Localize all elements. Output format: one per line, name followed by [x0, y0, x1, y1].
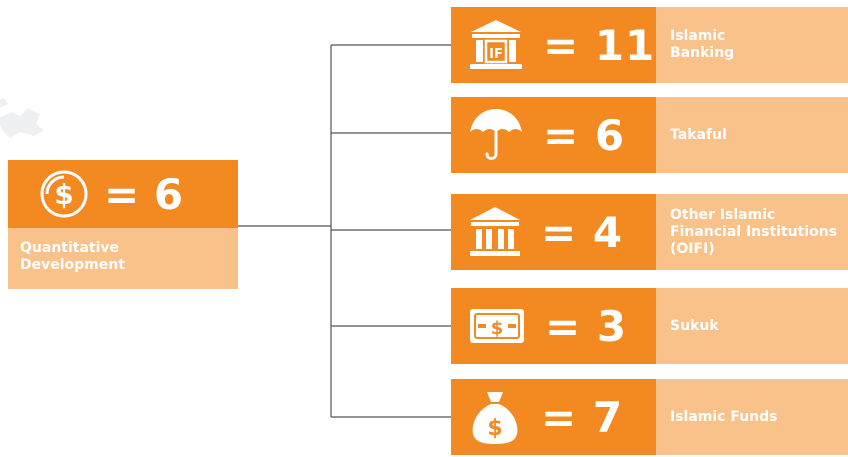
svg-text:IF: IF: [489, 47, 503, 62]
sukuk-label: Sukuk: [656, 288, 848, 364]
umbrella-icon: [467, 106, 525, 164]
dollar-coin-icon: $: [38, 168, 90, 220]
islamic-funds-label: Islamic Funds: [656, 379, 848, 455]
takaful-box: = 6 Takaful: [451, 97, 848, 173]
takaful-value-panel: = 6: [451, 97, 656, 173]
islamic-banking-label: Islamic Banking: [656, 7, 848, 83]
takaful-label: Takaful: [656, 97, 848, 173]
quantitative-development-count: = 6: [104, 169, 184, 219]
quantitative-development-box: $ = 6 Quantitative Development: [8, 160, 238, 289]
oifi-count: = 4: [541, 207, 624, 257]
quantitative-development-label: Quantitative Development: [8, 228, 238, 289]
map-fragment-decoration: [0, 98, 44, 138]
quantitative-development-value-panel: $ = 6: [8, 160, 238, 228]
sukuk-value-panel: $ = 3: [451, 288, 656, 364]
islamic-banking-count: = 11: [543, 20, 656, 70]
sukuk-count: = 3: [545, 301, 628, 351]
svg-text:$: $: [54, 178, 73, 211]
islamic-banking-box: IF = 11 Islamic Banking: [451, 7, 848, 83]
oifi-value-panel: = 4: [451, 194, 656, 270]
islamic-funds-box: $ = 7 Islamic Funds: [451, 379, 848, 455]
islamic-funds-count: = 7: [541, 392, 624, 442]
money-bag-icon: $: [467, 388, 523, 446]
oifi-label: Other Islamic Financial Institutions (OI…: [656, 194, 848, 270]
banknote-icon: $: [467, 305, 527, 347]
sukuk-box: $ = 3 Sukuk: [451, 288, 848, 364]
islamic-banking-value-panel: IF = 11: [451, 7, 656, 83]
oifi-box: = 4 Other Islamic Financial Institutions…: [451, 194, 848, 270]
islamic-funds-value-panel: $ = 7: [451, 379, 656, 455]
takaful-count: = 6: [543, 110, 626, 160]
svg-text:$: $: [487, 416, 502, 441]
svg-text:$: $: [491, 318, 504, 339]
islamic-finance-bank-icon: IF: [467, 18, 525, 72]
institution-building-icon: [467, 204, 523, 260]
